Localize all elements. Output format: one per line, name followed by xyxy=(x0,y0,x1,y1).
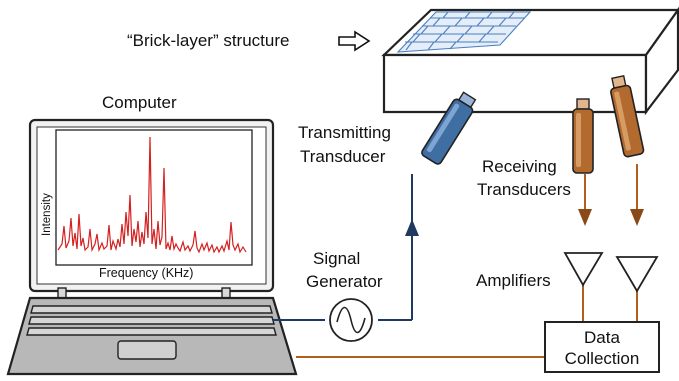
data-label-2: Collection xyxy=(565,349,640,368)
receiving-label-1: Receiving xyxy=(482,157,557,176)
spectrum-plot: Intensity Frequency (KHz) xyxy=(41,129,253,280)
receive-arrow-1 xyxy=(578,209,592,226)
data-label-1: Data xyxy=(584,328,620,347)
receiving-transducer-1 xyxy=(572,98,594,174)
brick-pattern xyxy=(396,11,532,53)
transmitting-label-1: Transmitting xyxy=(298,123,391,142)
receive-arrow-2 xyxy=(630,209,644,226)
brick-block xyxy=(381,6,679,116)
laptop-computer: Computer Intensity Frequency (KHz) xyxy=(6,93,298,376)
transmit-arrow xyxy=(405,219,419,236)
receiving-transducer-2 xyxy=(610,74,645,158)
signal-label-2: Generator xyxy=(306,272,383,291)
keyboard xyxy=(26,305,277,336)
amplifier-2-icon xyxy=(615,256,659,293)
right-outline-arrow-icon xyxy=(338,30,371,52)
data-collection-box: Data Collection xyxy=(544,321,660,373)
amplifier-1-icon xyxy=(563,252,604,287)
transmitting-label-2: Transducer xyxy=(300,147,386,166)
amplifiers-label: Amplifiers xyxy=(476,271,551,290)
computer-label: Computer xyxy=(102,93,177,112)
signal-label-1: Signal xyxy=(313,249,360,268)
plot-xlabel: Frequency (KHz) xyxy=(99,266,193,280)
receiving-label-2: Transducers xyxy=(477,180,571,199)
transmitting-transducer xyxy=(421,91,477,165)
touchpad xyxy=(117,340,177,360)
plot-ylabel: Intensity xyxy=(41,193,53,236)
spectrum-line xyxy=(57,136,247,254)
transmit-wires xyxy=(273,174,413,321)
sine-wave-icon xyxy=(329,298,373,342)
brick-layer-label: “Brick-layer” structure xyxy=(127,31,289,50)
